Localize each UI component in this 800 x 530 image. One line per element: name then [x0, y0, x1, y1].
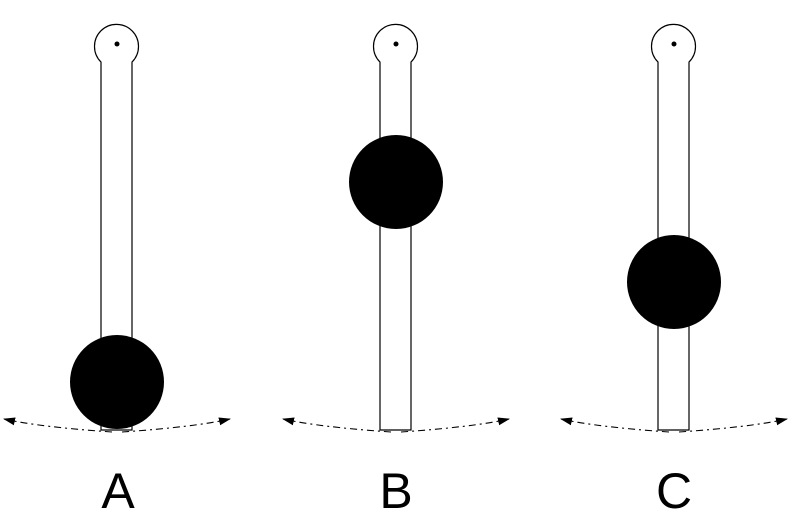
pendulum-a-rod	[93, 23, 140, 431]
pendulum-b-pivot	[393, 41, 399, 47]
pendulum-b-swing-arc-right	[400, 417, 510, 433]
pendulum-b-swing-arc-left	[282, 417, 392, 433]
pendulum-c-label: C	[656, 463, 692, 519]
pendulum-b-rod	[372, 23, 419, 431]
pendulum-a-swing-arc-right	[121, 417, 231, 433]
pendulum-a-swing-arc-left	[3, 417, 113, 433]
pendulum-a-mass	[70, 335, 164, 429]
pendulum-c-rod	[650, 23, 697, 431]
pendulum-b-label: B	[379, 463, 412, 519]
pendulum-b-mass	[349, 135, 443, 229]
pendulum-c-pivot	[671, 41, 677, 47]
pendulum-b: B	[282, 23, 510, 519]
pendulum-c-swing-arc-left	[560, 417, 670, 433]
pendulum-a-label: A	[101, 463, 135, 519]
pendulum-a-pivot	[114, 41, 120, 47]
pendulum-c-mass	[627, 235, 721, 329]
pendulum-a: A	[3, 23, 231, 519]
pendulum-c-swing-arc-right	[678, 417, 788, 433]
pendulum-c: C	[560, 23, 788, 519]
